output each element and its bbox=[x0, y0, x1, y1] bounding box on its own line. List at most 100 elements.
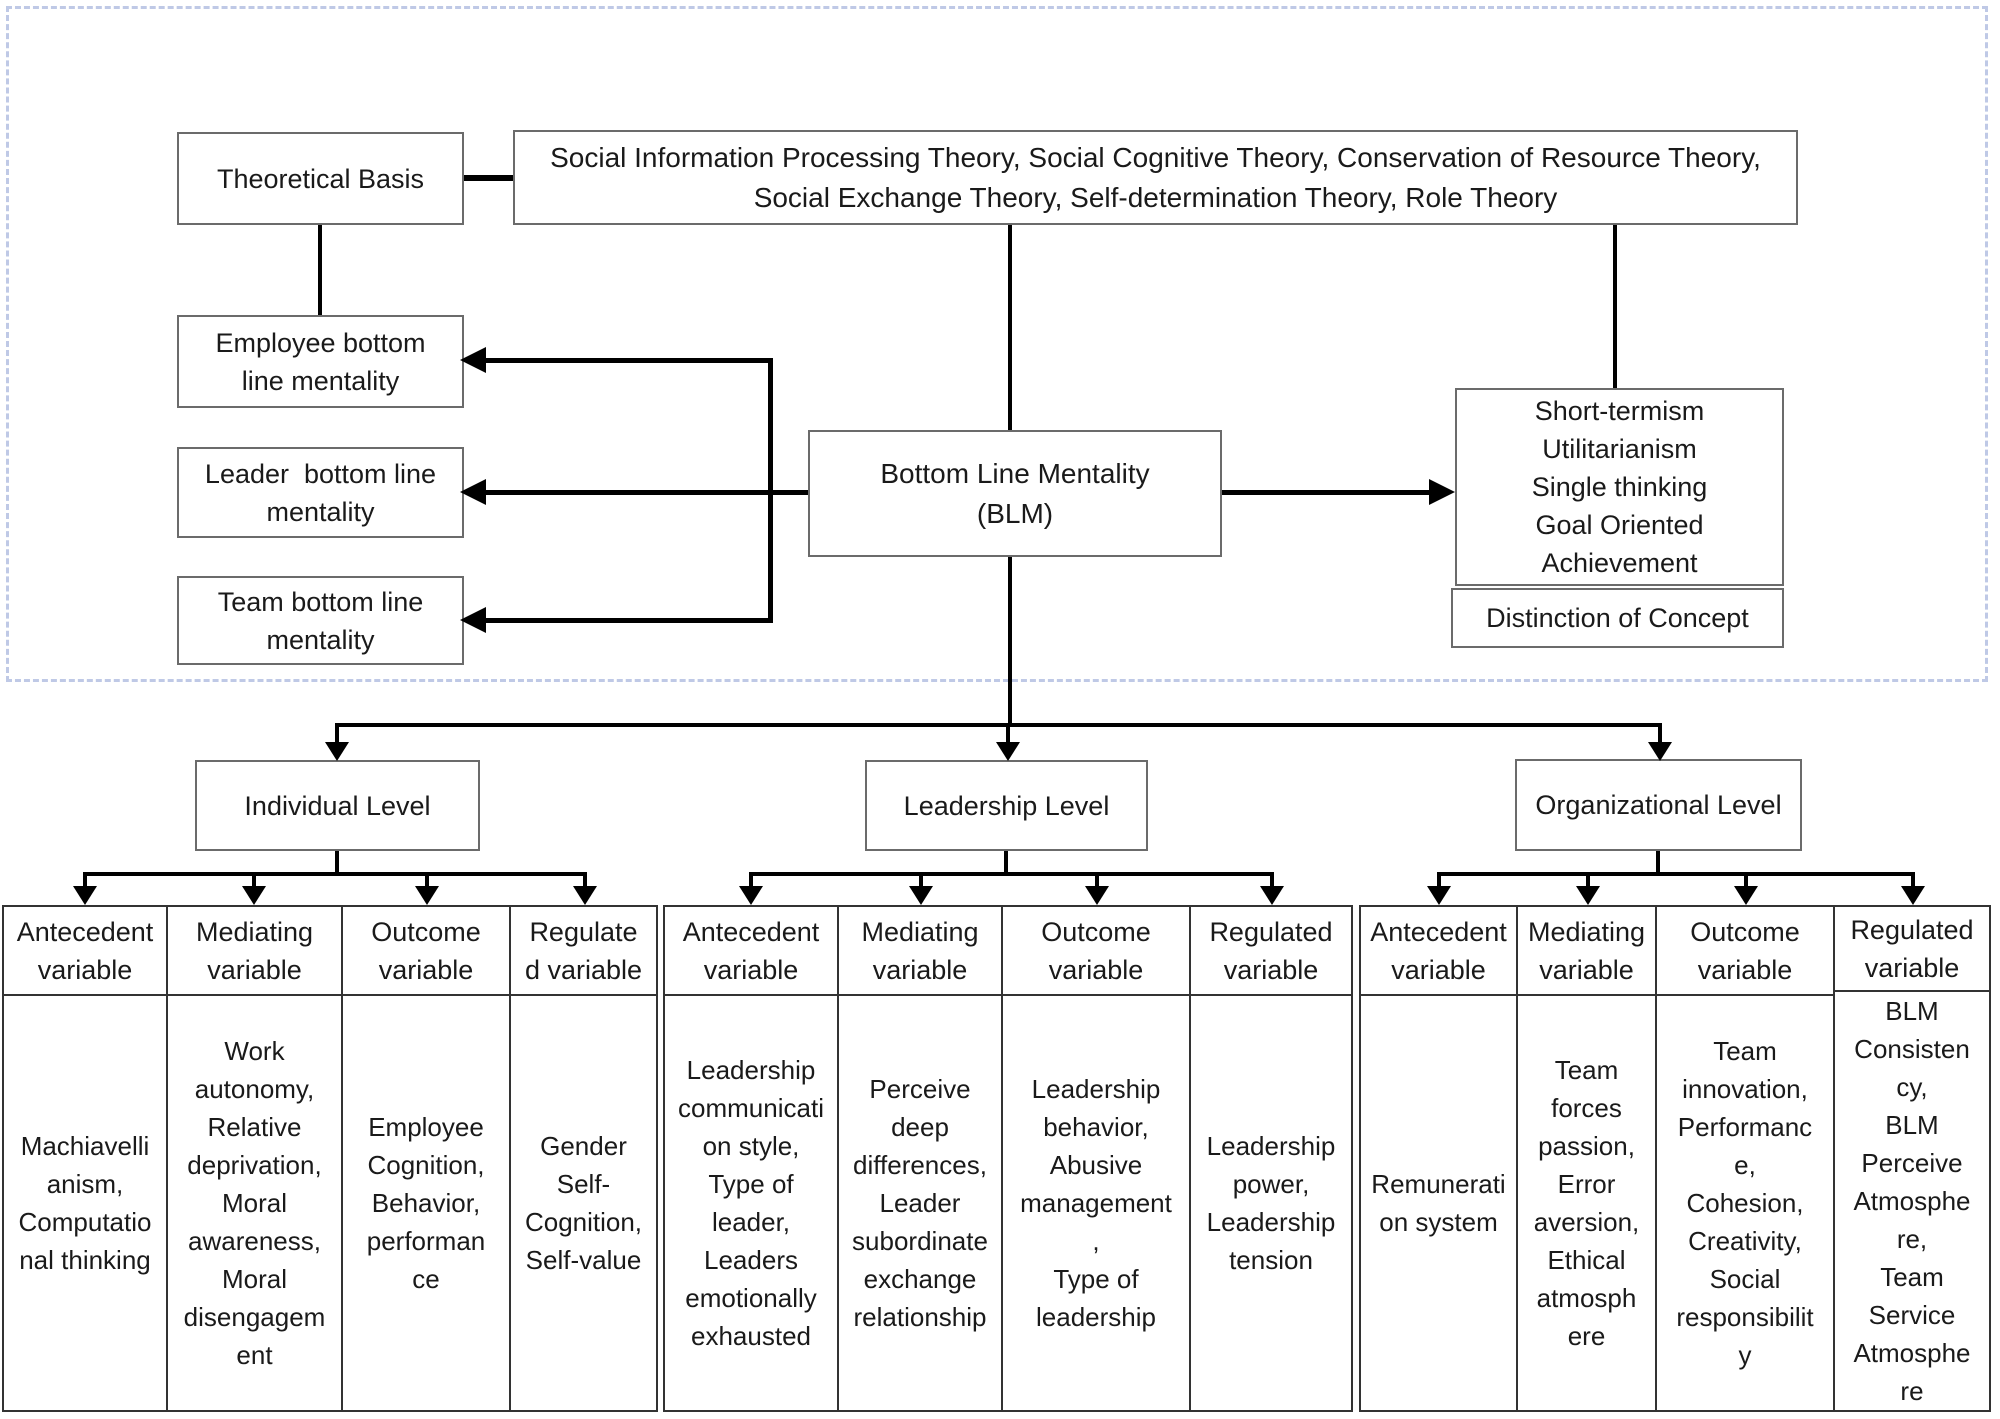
employee-blm-label: Employee bottom line mentality bbox=[215, 327, 426, 396]
column-content: Leadership behavior, Abusive management … bbox=[1020, 1074, 1172, 1332]
theoretical-basis-label: Theoretical Basis bbox=[216, 163, 425, 194]
stem-col7 bbox=[1095, 872, 1099, 888]
arrowhead-col2 bbox=[242, 886, 266, 905]
stem-col10 bbox=[1586, 872, 1590, 888]
stem-col11 bbox=[1744, 872, 1748, 888]
table-column: Mediating variable Perceive deep differe… bbox=[839, 907, 1003, 1410]
arrowhead-col11 bbox=[1734, 886, 1758, 905]
arrowhead-col7 bbox=[1085, 886, 1109, 905]
theories-label: Social Information Processing Theory, So… bbox=[550, 141, 1761, 213]
column-header: Regulate d variable bbox=[511, 907, 656, 996]
individual-down-line bbox=[335, 851, 339, 876]
distinction-of-concept-box: Distinction of Concept bbox=[1451, 588, 1784, 648]
column-content: Perceive deep differences, Leader subord… bbox=[852, 1074, 988, 1332]
arrowhead-col5 bbox=[739, 886, 763, 905]
line-blm-to-features bbox=[1222, 490, 1429, 495]
organizational-level-box: Organizational Level bbox=[1515, 759, 1802, 851]
blm-central-box: Bottom Line Mentality (BLM) bbox=[808, 430, 1222, 557]
theories-box: Social Information Processing Theory, So… bbox=[513, 130, 1798, 225]
blm-central-label: Bottom Line Mentality (BLM) bbox=[880, 457, 1150, 529]
arrowhead-into-leader bbox=[460, 479, 486, 505]
column-header: Outcome variable bbox=[1657, 907, 1833, 996]
column-content: Team forces passion, Error aversion, Eth… bbox=[1533, 1055, 1640, 1351]
column-content: Leadership communicati on style, Type of… bbox=[678, 1055, 824, 1351]
blm-features-label: Short-termism Utilitarianism Single thin… bbox=[1531, 396, 1708, 578]
theoretical-basis-box: Theoretical Basis bbox=[177, 132, 464, 225]
leader-blm-box: Leader bottom line mentality bbox=[177, 447, 464, 538]
stem-col4 bbox=[583, 872, 587, 888]
stem-col9 bbox=[1437, 872, 1441, 888]
line-to-leader bbox=[484, 490, 808, 495]
table-column: Regulated variable Leadership power, Lea… bbox=[1191, 907, 1351, 1410]
arrowhead-into-leadership bbox=[996, 742, 1020, 761]
stem-col3 bbox=[425, 872, 429, 888]
table-column: Regulate d variable Gender Self- Cogniti… bbox=[511, 907, 656, 1410]
arrowhead-col12 bbox=[1901, 886, 1925, 905]
team-blm-label: Team bottom line mentality bbox=[217, 586, 424, 655]
individual-variables-table: Antecedent variable Machiavelli anism, C… bbox=[2, 905, 658, 1412]
table-column: Outcome variable Team innovation, Perfor… bbox=[1657, 907, 1835, 1410]
organizational-down-line bbox=[1656, 851, 1660, 876]
table-column: Mediating variable Team forces passion, … bbox=[1518, 907, 1657, 1410]
column-content: BLM Consisten cy, BLM Perceive Atmosphe … bbox=[1853, 996, 1971, 1406]
line-to-employee bbox=[484, 358, 773, 363]
arrowhead-col3 bbox=[415, 886, 439, 905]
stem-col6 bbox=[919, 872, 923, 888]
column-content: Employee Cognition, Behavior, performan … bbox=[366, 1112, 486, 1294]
table-column: Antecedent variable Machiavelli anism, C… bbox=[4, 907, 168, 1410]
column-header: Antecedent variable bbox=[665, 907, 837, 996]
arrowhead-col6 bbox=[909, 886, 933, 905]
column-header: Mediating variable bbox=[839, 907, 1001, 996]
line-theoretical-to-theories bbox=[464, 175, 513, 181]
column-header: Regulated variable bbox=[1191, 907, 1351, 996]
individual-branch-line bbox=[85, 872, 587, 876]
table-column: Antecedent variable Remunerati on system bbox=[1361, 907, 1518, 1410]
distinction-of-concept-label: Distinction of Concept bbox=[1486, 603, 1749, 633]
stem-col5 bbox=[749, 872, 753, 888]
column-content: Work autonomy, Relative deprivation, Mor… bbox=[183, 1036, 326, 1370]
leadership-level-label: Leadership Level bbox=[903, 790, 1110, 821]
column-header: Mediating variable bbox=[1518, 907, 1655, 996]
line-theoretical-to-employee bbox=[318, 225, 322, 315]
column-content: Remunerati on system bbox=[1371, 1169, 1506, 1237]
column-content: Leadership power, Leadership tension bbox=[1206, 1131, 1336, 1275]
team-blm-box: Team bottom line mentality bbox=[177, 576, 464, 665]
stem-individual bbox=[335, 723, 339, 744]
table-column: Outcome variable Employee Cognition, Beh… bbox=[343, 907, 511, 1410]
column-content: Team innovation, Performanc e, Cohesion,… bbox=[1676, 1036, 1814, 1370]
arrowhead-into-individual bbox=[325, 742, 349, 761]
arrowhead-col8 bbox=[1260, 886, 1284, 905]
leadership-branch-line bbox=[749, 872, 1274, 876]
line-to-team bbox=[484, 618, 773, 623]
arrowhead-into-team bbox=[460, 607, 486, 633]
leadership-level-box: Leadership Level bbox=[865, 760, 1148, 851]
column-content: Machiavelli anism, Computatio nal thinki… bbox=[18, 1131, 152, 1275]
employee-blm-box: Employee bottom line mentality bbox=[177, 315, 464, 408]
column-header: Antecedent variable bbox=[1361, 907, 1516, 996]
column-header: Mediating variable bbox=[168, 907, 341, 996]
stem-organizational bbox=[1658, 723, 1662, 744]
level-branch-line bbox=[335, 723, 1662, 727]
column-content: Gender Self- Cognition, Self-value bbox=[524, 1131, 643, 1275]
leadership-down-line bbox=[1004, 851, 1008, 876]
table-column: Mediating variable Work autonomy, Relati… bbox=[168, 907, 343, 1410]
arrowhead-into-features bbox=[1429, 479, 1455, 505]
stem-leadership bbox=[1006, 723, 1010, 744]
stem-col1 bbox=[83, 872, 87, 888]
leader-blm-label: Leader bottom line mentality bbox=[204, 458, 437, 527]
table-column: Regulated variable BLM Consisten cy, BLM… bbox=[1835, 907, 1989, 1410]
leadership-variables-table: Antecedent variable Leadership communica… bbox=[663, 905, 1353, 1412]
organizational-branch-line bbox=[1437, 872, 1915, 876]
arrowhead-col4 bbox=[573, 886, 597, 905]
organizational-variables-table: Antecedent variable Remunerati on system… bbox=[1359, 905, 1991, 1412]
stem-col8 bbox=[1270, 872, 1274, 888]
individual-level-label: Individual Level bbox=[244, 790, 431, 821]
arrowhead-into-organizational bbox=[1648, 742, 1672, 761]
arrowhead-into-employee bbox=[460, 347, 486, 373]
line-theories-to-features bbox=[1613, 225, 1617, 388]
stem-col2 bbox=[252, 872, 256, 888]
arrowhead-col10 bbox=[1576, 886, 1600, 905]
column-header: Outcome variable bbox=[343, 907, 509, 996]
arrowhead-col1 bbox=[73, 886, 97, 905]
